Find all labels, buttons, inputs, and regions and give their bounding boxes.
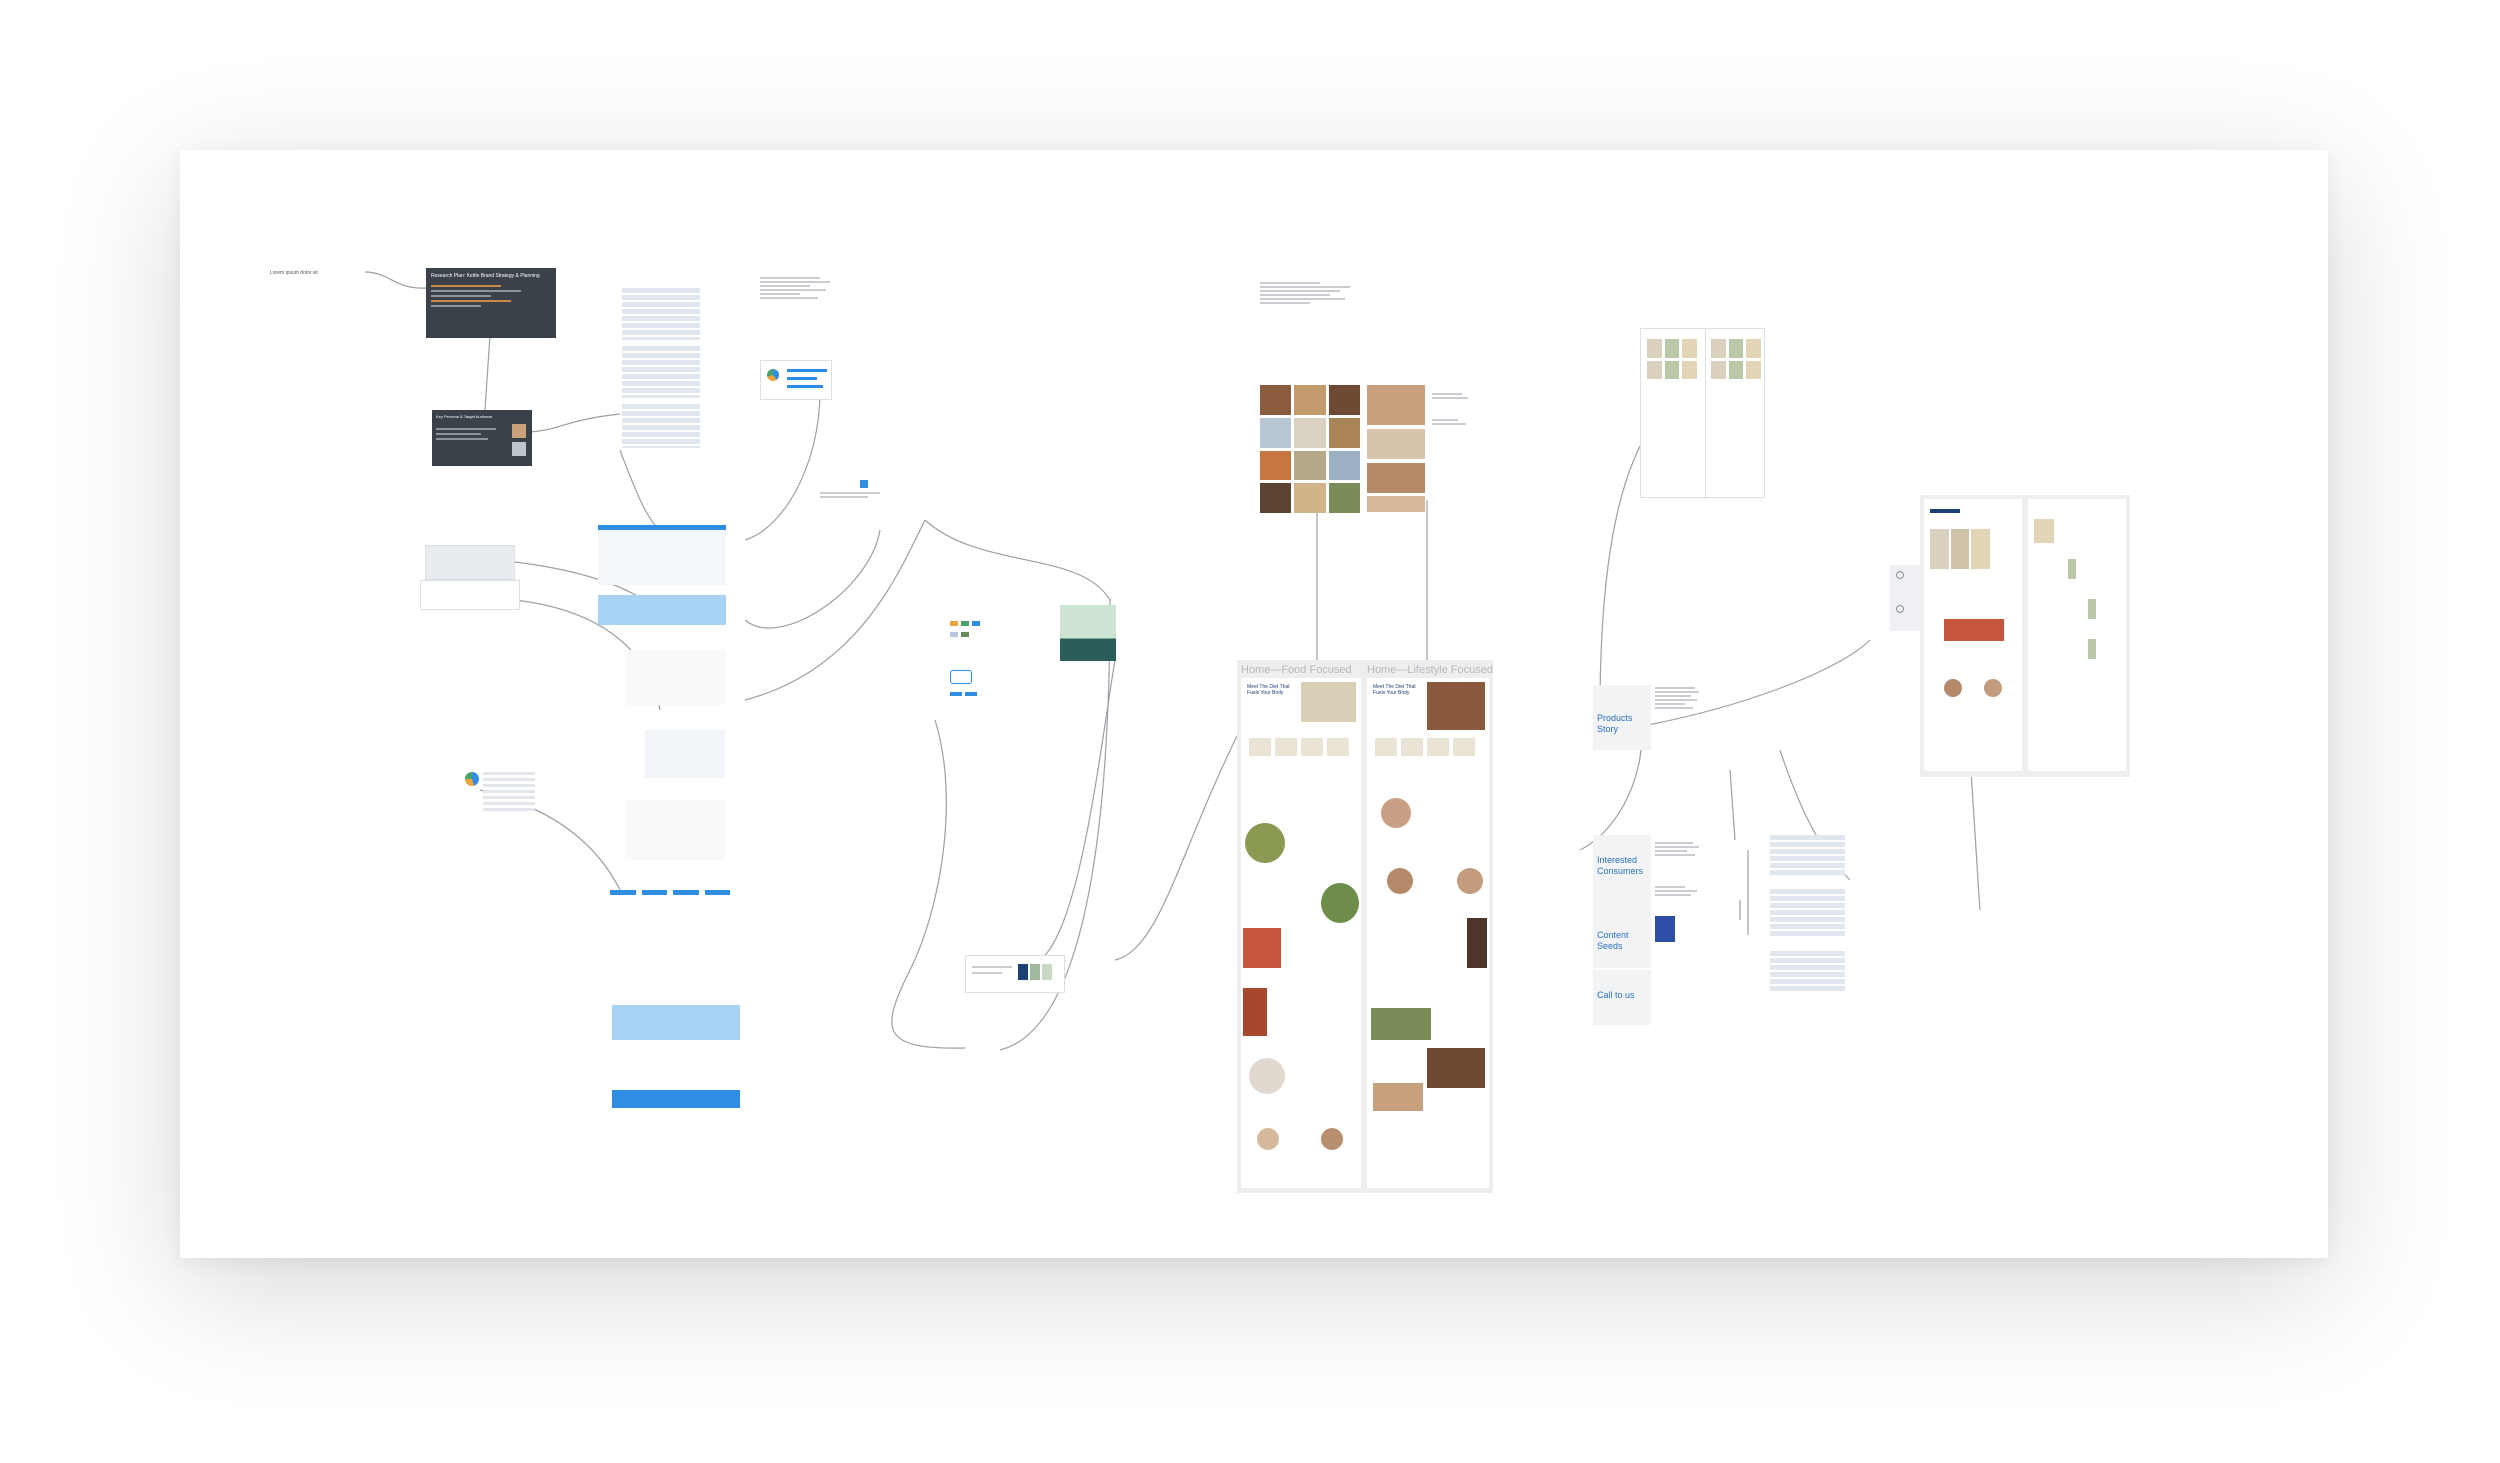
persona-title: Key Persona & Target Audience <box>436 414 493 419</box>
data-tables-right[interactable] <box>1770 835 1845 1005</box>
home-frames-group[interactable]: Home—Food Focused Home—Lifestyle Focused… <box>1237 660 1493 1193</box>
product-page-a[interactable] <box>1924 499 2022 771</box>
wireframe-feature-band[interactable] <box>612 1005 740 1040</box>
photo-grid-food[interactable] <box>1260 385 1360 513</box>
brief-text <box>1260 280 1360 340</box>
food-image-2 <box>1321 883 1359 923</box>
product-page-b[interactable] <box>2028 499 2126 771</box>
product-sheet-a[interactable] <box>1640 328 1765 499</box>
wireframe-section-3[interactable] <box>625 800 725 860</box>
product-page-group[interactable] <box>1920 495 2130 777</box>
products-story-card[interactable]: Products Story <box>1593 685 1651 750</box>
wireframe-section-2[interactable] <box>645 730 725 778</box>
hero-headline-food: Meet The Diet That Fuels Your Body <box>1247 684 1290 696</box>
frame-lifestyle-label: Home—Lifestyle Focused <box>1367 664 1493 676</box>
photo-grid-lifestyle[interactable] <box>1367 385 1425 513</box>
moodboard-image[interactable] <box>1060 605 1116 661</box>
content-seeds-card[interactable]: Content Seeds <box>1593 910 1651 968</box>
call-to-us-label: Call to us <box>1597 990 1635 1000</box>
food-image-3 <box>1243 928 1281 968</box>
annotation-block <box>820 480 890 510</box>
side-notes <box>1655 840 1705 1025</box>
content-seeds-label: Content Seeds <box>1597 930 1629 951</box>
chart-card[interactable] <box>760 360 832 400</box>
wireframe-cards[interactable] <box>610 890 730 908</box>
photo-notes <box>1432 385 1474 513</box>
board-canvas[interactable]: Lorem ipsum dolor sit Research Plan: Ket… <box>180 150 2328 1258</box>
call-to-us-card[interactable]: Call to us <box>1593 970 1651 1025</box>
wireframe-section-1[interactable] <box>625 650 725 705</box>
wireframe-header[interactable] <box>598 525 726 585</box>
hero-image-food <box>1301 682 1356 722</box>
pie-icon <box>767 369 779 381</box>
persona-photo-2 <box>512 442 526 456</box>
research-plan-title: Research Plan: Kettle Brand Strategy & P… <box>431 273 540 279</box>
style-guide-card[interactable] <box>965 955 1065 993</box>
research-plan-card[interactable]: Research Plan: Kettle Brand Strategy & P… <box>426 268 556 338</box>
screenshot-thumb-2[interactable] <box>420 580 520 610</box>
hero-headline-lifestyle: Meet The Diet That Fuels Your Body <box>1373 684 1416 696</box>
persona-photo-1 <box>512 424 526 438</box>
interested-consumers-card[interactable]: Interested Consumers <box>1593 835 1651 910</box>
doctor-portrait <box>1249 1058 1285 1094</box>
products-story-label: Products Story <box>1597 713 1633 734</box>
home-food-frame[interactable]: Meet The Diet That Fuels Your Body <box>1241 678 1361 1188</box>
wireframe-footer[interactable] <box>612 1090 740 1108</box>
screenshot-thumb-1[interactable] <box>425 545 515 580</box>
data-tables-stack[interactable] <box>622 280 700 450</box>
chart-small[interactable] <box>465 750 545 820</box>
food-image-1 <box>1245 823 1285 863</box>
interested-consumers-label: Interested Consumers <box>1597 855 1644 876</box>
board-note: Lorem ipsum dolor sit <box>270 270 318 276</box>
story-notes <box>1655 685 1707 743</box>
persona-card[interactable]: Key Persona & Target Audience <box>432 410 532 466</box>
notes-block <box>760 275 835 330</box>
frame-food-label: Home—Food Focused <box>1241 664 1352 676</box>
logo-sketch <box>950 670 1010 710</box>
wireframe-hero-band[interactable] <box>598 595 726 625</box>
pie-icon <box>465 772 479 786</box>
home-lifestyle-frame[interactable]: Meet The Diet That Fuels Your Body <box>1367 678 1489 1188</box>
color-chips <box>950 615 1010 655</box>
food-image-4 <box>1243 988 1267 1036</box>
hero-image-lifestyle <box>1427 682 1485 730</box>
